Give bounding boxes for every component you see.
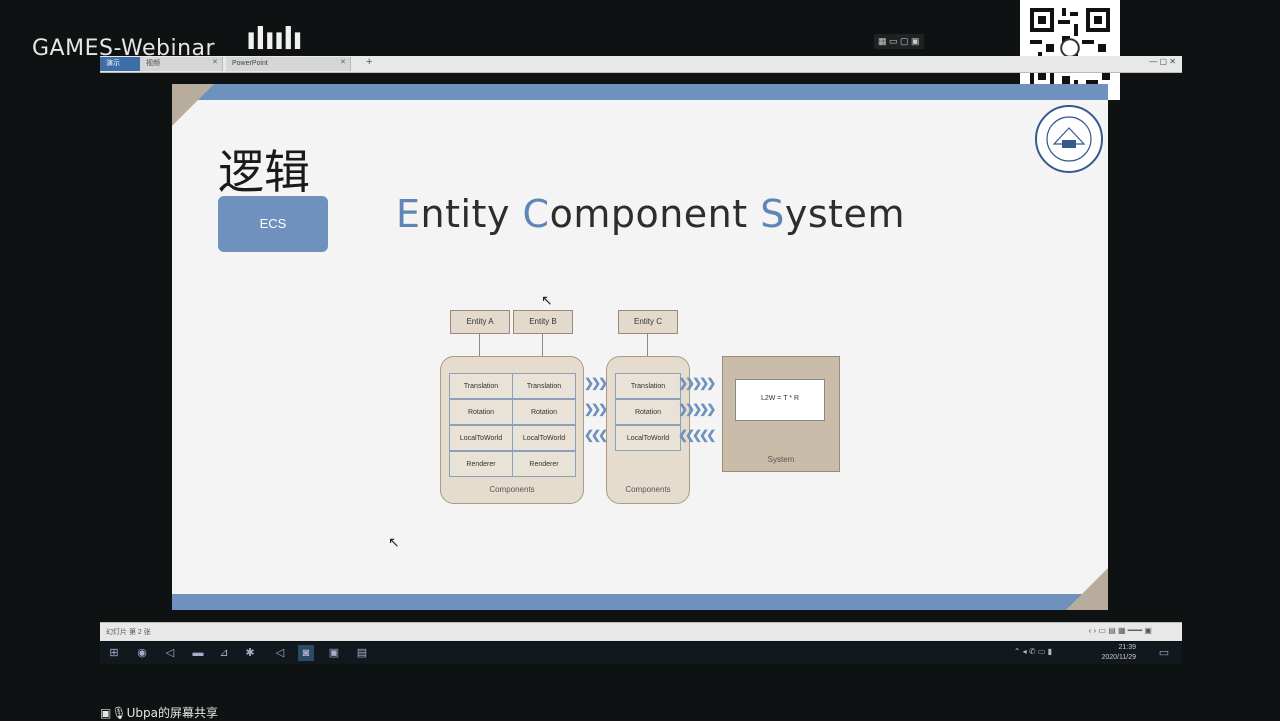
component-column: Translation Rotation LocalToWorld Render… (449, 373, 513, 477)
tab-powerpoint[interactable]: PowerPoint (226, 57, 351, 71)
app-icon[interactable]: ▤ (356, 647, 368, 659)
close-icon[interactable]: ✕ (340, 59, 346, 66)
arrow-left-icon: ❮❮❮❮❮ (678, 428, 716, 442)
entity-a-box: Entity A (450, 310, 510, 334)
tab-video[interactable]: 视频 (140, 57, 223, 71)
component-column: Translation Rotation LocalToWorld Render… (512, 373, 576, 477)
mouse-cursor-icon: ↖ (388, 534, 400, 550)
tab-label: 演示 (106, 60, 120, 67)
component-cell: LocalToWorld (512, 425, 576, 451)
slide-counter: 幻灯片 第 2 张 (106, 629, 151, 636)
components-group-1: Translation Rotation LocalToWorld Render… (440, 356, 584, 504)
qr-code-icon (1026, 4, 1114, 92)
component-cell: LocalToWorld (449, 425, 513, 451)
folder-icon[interactable]: ▬ (192, 647, 204, 659)
components-group-2: Translation Rotation LocalToWorld Compon… (606, 356, 690, 504)
view-controls[interactable]: ‹ › ▭ ▤ ▦ ━━━ ▣ (1088, 626, 1152, 635)
component-cell: Renderer (512, 451, 576, 477)
system-label: System (767, 455, 795, 464)
bilibili-logo: ılıılı (246, 22, 303, 57)
taskbar: ⊞ ◉ ◁ ▬ ⊿ ✱ ◁ ◙ ▣ ▤ ⌃ ◂ ✆ ▭ ▮ 21:39 2020… (100, 642, 1182, 664)
notification-icon[interactable]: ▭ (1158, 647, 1170, 659)
new-tab-button[interactable]: + (366, 56, 373, 68)
slide-top-bar (172, 84, 1108, 100)
slide-bottom-bar (172, 594, 1108, 610)
component-cell: Rotation (615, 399, 681, 425)
slide-corner-decoration (1066, 568, 1108, 610)
entity-c-box: Entity C (618, 310, 678, 334)
heading-initial: S (760, 192, 785, 236)
connector-line (647, 334, 648, 372)
slide-title: 逻辑 (218, 145, 310, 199)
component-cell: Renderer (449, 451, 513, 477)
app-icon[interactable]: ▣ (328, 647, 340, 659)
heading-text: ystem (784, 192, 905, 236)
vscode-icon[interactable]: ◁ (165, 647, 175, 659)
window-controls[interactable]: — ▢ ✕ (1149, 57, 1176, 66)
tab-label: PowerPoint (232, 60, 268, 67)
browser-tab-bar: 演示 视频 ✕ PowerPoint ✕ + — ▢ ✕ (100, 56, 1182, 73)
app-icon[interactable]: ✱ (245, 647, 255, 659)
system-box: L2W = T * R System (722, 356, 840, 472)
arrow-right-icon: ❯❯❯❯❯ (678, 376, 716, 390)
system-formula: L2W = T * R (735, 379, 825, 421)
university-seal-icon (1035, 105, 1103, 173)
screen-share-label: ▣🎙Ubpa的屏幕共享 (100, 704, 218, 721)
component-cell: LocalToWorld (615, 425, 681, 451)
windows-start-icon[interactable]: ⊞ (109, 647, 119, 659)
component-cell: Translation (615, 373, 681, 399)
screen-share-text: Ubpa的屏幕共享 (126, 706, 218, 720)
meeting-toolbar[interactable]: ▦ ▭ ▢ ▣ (874, 34, 924, 49)
component-cell: Rotation (512, 399, 576, 425)
close-icon[interactable]: ✕ (212, 59, 218, 66)
app-icon[interactable]: ⊿ (219, 647, 229, 659)
tab-label: 视频 (146, 60, 160, 67)
heading-text: ntity (420, 192, 523, 236)
slide-corner-decoration (172, 84, 214, 126)
presentation-slide: 逻辑 ECS Entity Component System (172, 84, 1108, 610)
ecs-tag: ECS (218, 196, 328, 252)
components-label: Components (489, 485, 535, 494)
component-cell: Translation (449, 373, 513, 399)
taskbar-clock[interactable]: 21:39 2020/11/29 (1101, 643, 1136, 663)
entity-b-box: Entity B (513, 310, 573, 334)
arrow-right-icon: ❯❯❯❯❯ (678, 402, 716, 416)
heading-text: omponent (549, 192, 761, 236)
clock-date: 2020/11/29 (1101, 654, 1136, 661)
components-label: Components (625, 485, 671, 494)
heading-initial: E (396, 192, 421, 236)
connector-line (479, 334, 480, 372)
screen-share-icon: ▣🎙 (100, 706, 127, 720)
presentation-status-bar: 幻灯片 第 2 张 ‹ › ▭ ▤ ▦ ━━━ ▣ (100, 622, 1182, 641)
connector-line (542, 334, 543, 372)
system-tray[interactable]: ⌃ ◂ ✆ ▭ ▮ (1013, 647, 1052, 656)
component-column: Translation Rotation LocalToWorld (615, 373, 681, 451)
heading-initial: C (522, 192, 550, 236)
clock-time: 21:39 (1118, 644, 1136, 651)
ecs-heading: Entity Component System (396, 192, 905, 236)
component-cell: Translation (512, 373, 576, 399)
browser-icon[interactable]: ◉ (137, 647, 147, 659)
mouse-cursor-icon: ↖ (541, 292, 553, 308)
app-icon[interactable]: ◙ (298, 645, 314, 661)
component-cell: Rotation (449, 399, 513, 425)
vscode-icon[interactable]: ◁ (275, 647, 285, 659)
ecs-diagram: Entity A Entity B Entity C Translation R… (438, 300, 840, 505)
